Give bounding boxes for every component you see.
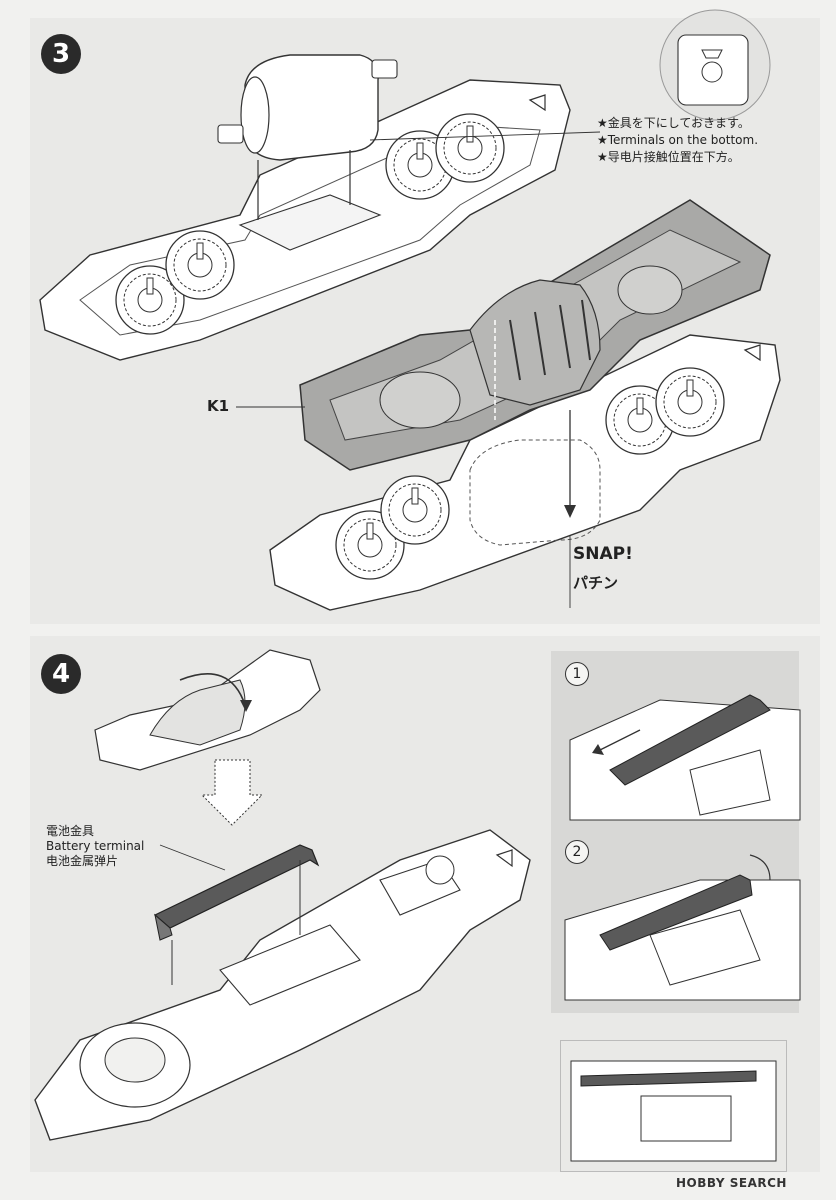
- snap-label: SNAP!: [573, 544, 633, 564]
- chassis-bottom: [269, 334, 781, 611]
- substep2-detail: [564, 854, 801, 1001]
- note-line-jp: ★金具を下にしておきます。: [597, 116, 750, 130]
- substep-1-marker: 1: [565, 662, 589, 686]
- down-arrow-icon: [200, 759, 264, 826]
- step3-number-badge: 3: [41, 34, 81, 74]
- gear-icon: [165, 230, 235, 300]
- substep-2-marker: 2: [565, 840, 589, 864]
- snap-label-jp: パチン: [573, 574, 619, 592]
- motor: [217, 54, 398, 220]
- note-line-en: ★Terminals on the bottom.: [597, 133, 759, 147]
- battery-label-en: Battery terminal: [46, 839, 145, 853]
- battery-label-jp: 電池金具: [46, 824, 95, 838]
- note-line-cn: ★导电片接触位置在下方。: [597, 150, 740, 164]
- motor-ghost: [469, 439, 601, 546]
- chassis-step4: [34, 829, 531, 1141]
- note-leader-line: [369, 131, 601, 141]
- terminal-detail-inset: [659, 9, 771, 121]
- gear-icon: [380, 475, 450, 545]
- step4-number-badge: 4: [41, 654, 81, 694]
- k1-cover: [299, 199, 771, 471]
- chassis-top: [39, 79, 571, 361]
- watermark: HOBBY SEARCH: [676, 1176, 787, 1190]
- rotated-chassis-small: [94, 649, 321, 771]
- gear-icon: [655, 367, 725, 437]
- battery-terminal: [153, 844, 320, 941]
- terminal-orientation-note: ★金具を下にしておきます。 ★Terminals on the bottom. …: [597, 115, 758, 166]
- battery-label-cn: 电池金属弹片: [46, 854, 119, 868]
- substep1-detail: [569, 694, 801, 821]
- battery-terminal-label: 電池金具 Battery terminal 电池金属弹片: [46, 824, 144, 869]
- gear-icon: [435, 113, 505, 183]
- part-label-k1: K1: [207, 397, 230, 415]
